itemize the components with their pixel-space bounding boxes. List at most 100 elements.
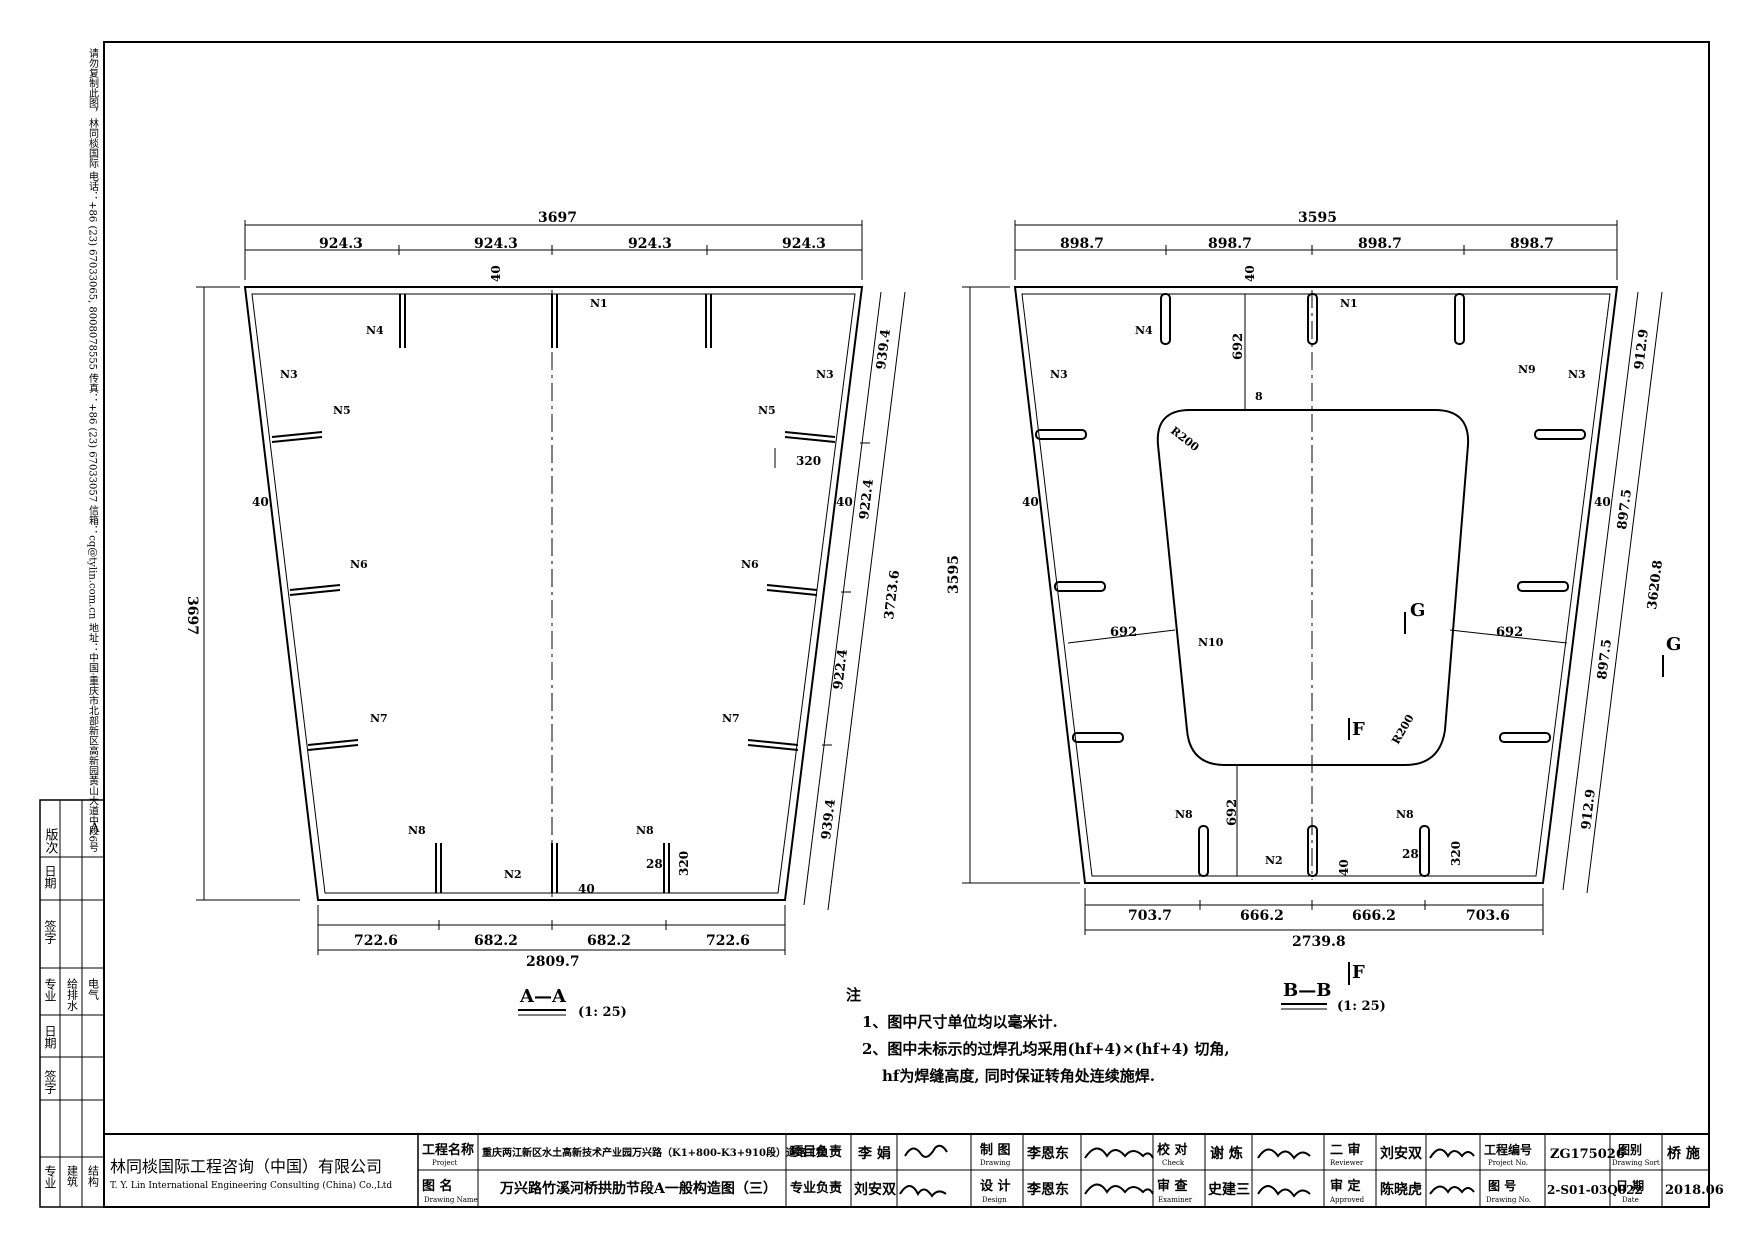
drawing-sort: 桥 施 xyxy=(1667,1145,1700,1162)
examiner: 史建三 xyxy=(1208,1181,1250,1198)
bb-bot-4: 703.6 xyxy=(1466,908,1510,924)
date-label-en: Date xyxy=(1622,1196,1639,1204)
aa-label-n7-l: N7 xyxy=(370,712,388,725)
bb-right-total: 3620.8 xyxy=(1645,559,1666,610)
bb-left-height: 3595 xyxy=(946,555,962,594)
aa-label-n2: N2 xyxy=(504,868,522,881)
aa-right-total: 3723.6 xyxy=(882,569,903,620)
major-4: 结构 xyxy=(87,1165,100,1188)
approve-label-en: Approved xyxy=(1329,1196,1365,1204)
company-contact: 请勿复制此图，林同棪国际 电话：+86 (23) 67033065, 80080… xyxy=(87,47,99,853)
sort-label: 图别 xyxy=(1618,1143,1642,1157)
revision-column xyxy=(39,799,105,1208)
note-2: 2、图中未标示的过焊孔均采用(hf+4)×(hf+4) 切角, xyxy=(862,1040,1230,1058)
project-no-label-en: Project No. xyxy=(1488,1159,1528,1167)
checker: 谢 炼 xyxy=(1210,1145,1243,1162)
approver: 陈晓虎 xyxy=(1380,1181,1422,1198)
aa-top-total: 3697 xyxy=(538,210,577,226)
bb-access-hole xyxy=(1156,409,1470,766)
bb-dimension-lines xyxy=(962,220,1663,935)
aa-bot-total: 2809.7 xyxy=(526,954,580,970)
design-label: 设 计 xyxy=(980,1178,1011,1194)
drawing-name-label-en: Drawing Name xyxy=(424,1196,478,1204)
bb-mark-f-2: F xyxy=(1352,962,1365,983)
aa-right-2: 922.4 xyxy=(857,478,877,520)
revision-grid xyxy=(40,800,104,1207)
bb-right-3: 897.5 xyxy=(1595,638,1615,680)
date-header: 日期 xyxy=(43,865,57,889)
bb-plate-top: 40 xyxy=(1243,265,1257,282)
aa-plate-top: 40 xyxy=(489,265,503,282)
aa-plate-left: 40 xyxy=(252,495,269,509)
sign-header: 签字 xyxy=(43,919,57,944)
major-header: 专业 xyxy=(43,977,57,1002)
drawn-label-en: Drawing xyxy=(980,1159,1011,1167)
aa-left-height: 3697 xyxy=(184,596,200,635)
project-no-label: 工程编号 xyxy=(1484,1142,1532,1157)
bb-label-n2: N2 xyxy=(1265,854,1283,867)
bb-label-n4: N4 xyxy=(1135,324,1153,337)
date-header-2: 日期 xyxy=(43,1025,57,1049)
aa-right-4: 939.4 xyxy=(819,798,839,840)
company-name-en: T. Y. Lin International Engineering Cons… xyxy=(110,1180,392,1191)
section-aa-outline xyxy=(243,286,864,901)
bb-hole-bottom: 692 xyxy=(1225,799,1240,826)
aa-label-n5-l: N5 xyxy=(333,404,351,417)
aa-top-1: 924.3 xyxy=(319,236,363,252)
examine-label-en: Examiner xyxy=(1158,1196,1193,1204)
bb-bot-total: 2739.8 xyxy=(1292,934,1346,950)
approve-label: 审 定 xyxy=(1330,1178,1361,1194)
bb-radius-1: R200 xyxy=(1168,424,1202,454)
bb-stiffeners xyxy=(1035,293,1586,877)
designer: 李恩东 xyxy=(1026,1181,1069,1198)
bb-right-4: 912.9 xyxy=(1579,788,1599,830)
reviewer: 刘安双 xyxy=(1380,1145,1422,1162)
bb-weld: 8 xyxy=(1255,390,1263,403)
bb-bot-1: 703.7 xyxy=(1128,908,1172,924)
aa-label-n3-r: N3 xyxy=(816,368,834,381)
bb-n8-height: 320 xyxy=(1449,841,1463,866)
aa-dimension-lines xyxy=(196,220,906,955)
notes-heading: 注 xyxy=(846,986,861,1004)
drawing-name-label: 图 名 xyxy=(422,1178,453,1194)
aa-stiffeners xyxy=(271,294,836,893)
design-label-en: Design xyxy=(982,1196,1007,1204)
bb-top-1: 898.7 xyxy=(1060,236,1104,252)
review-label-en: Reviewer xyxy=(1330,1159,1364,1167)
bb-title: B—B xyxy=(1283,980,1331,1001)
note-1: 1、图中尺寸单位均以毫米计. xyxy=(862,1013,1058,1031)
aa-label-n1: N1 xyxy=(590,297,608,310)
sort-label-en: Drawing Sort xyxy=(1612,1159,1660,1167)
bb-plate-bottom: 40 xyxy=(1337,859,1351,876)
aa-label-n5-r: N5 xyxy=(758,404,776,417)
aa-bot-3: 682.2 xyxy=(587,933,631,949)
examine-label: 审 查 xyxy=(1157,1178,1189,1194)
bb-radius-2: R200 xyxy=(1389,712,1416,747)
check-label: 校 对 xyxy=(1157,1142,1188,1158)
aa-top-2: 924.3 xyxy=(474,236,518,252)
aa-label-n7-r: N7 xyxy=(722,712,740,725)
drawing-name: 万兴路竹溪河桥拱肋节段A一般构造图（三） xyxy=(499,1180,777,1197)
aa-plate-right: 40 xyxy=(836,495,853,509)
aa-bot-4: 722.6 xyxy=(706,933,750,949)
aa-label-n4: N4 xyxy=(366,324,384,337)
aa-n8-gap: 28 xyxy=(646,857,663,871)
bb-hole-right: 692 xyxy=(1496,625,1523,640)
sign-header-2: 签字 xyxy=(43,1069,57,1094)
rev-value: A xyxy=(89,821,100,836)
aa-right-1: 939.4 xyxy=(874,328,894,370)
aa-label-n6-l: N6 xyxy=(350,558,368,571)
project-name: 重庆两江新区水土高新技术产业园万兴路（K1+800-K3+910段）道路工程 xyxy=(482,1146,826,1159)
bb-label-n3-r: N3 xyxy=(1568,368,1586,381)
major-2: 电气 xyxy=(87,978,100,1000)
aa-label-n3-l: N3 xyxy=(280,368,298,381)
bb-label-n8-r: N8 xyxy=(1396,808,1414,821)
aa-bot-2: 682.2 xyxy=(474,933,518,949)
title-block xyxy=(103,1133,1710,1208)
bb-hole-left: 692 xyxy=(1110,625,1137,640)
aa-scale: (1: 25) xyxy=(578,1005,627,1020)
bb-label-n9: N9 xyxy=(1518,363,1536,376)
drawing-no-label: 图 号 xyxy=(1488,1178,1516,1193)
bb-bot-2: 666.2 xyxy=(1240,908,1284,924)
